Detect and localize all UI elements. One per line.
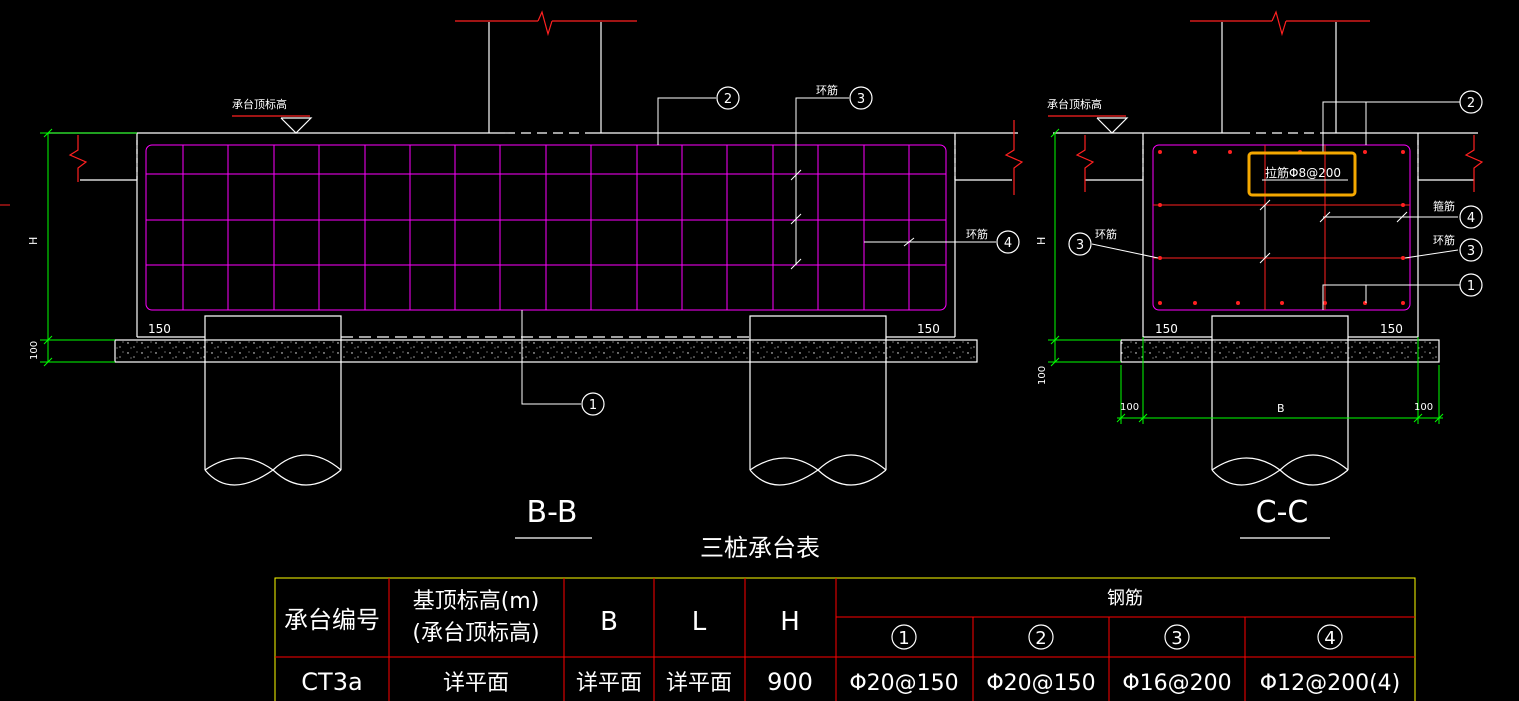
svg-text:2: 2: [1467, 96, 1475, 111]
th-rebar-4: 4: [1324, 628, 1335, 649]
th-l: L: [692, 607, 707, 637]
svg-text:4: 4: [1467, 211, 1475, 226]
stirrup-label-cc: 箍筋: [1433, 199, 1455, 213]
td-h: 900: [767, 668, 813, 696]
th-rebar-3-circle: [1164, 624, 1190, 650]
section-bb: 承台顶标高: [27, 10, 1024, 539]
callout-2-cc: 2: [1459, 90, 1483, 114]
td-rebar-1: Φ20@150: [849, 671, 958, 696]
svg-text:1: 1: [589, 398, 597, 413]
leaders-cc: [1091, 101, 1460, 310]
dim-100-label-bb: 100: [29, 341, 40, 360]
dim-h-label-bb: H: [27, 237, 40, 245]
svg-text:4: 4: [1004, 236, 1012, 251]
td-l: 详平面: [666, 671, 732, 696]
tie-bar-highlight-box[interactable]: [1247, 151, 1357, 197]
pile-left-bb: [204, 315, 342, 486]
column-cc: [1190, 10, 1370, 133]
svg-text:3: 3: [1076, 238, 1084, 253]
svg-text:1: 1: [1467, 279, 1475, 294]
th-elev-line2: (承台顶标高): [412, 621, 539, 646]
td-rebar-3: Φ16@200: [1122, 671, 1231, 696]
dim-100-v-label-cc: 100: [1037, 366, 1048, 385]
tie-bar-label-cc: 拉筋Φ8@200: [1265, 165, 1341, 180]
callout-4-bb: 4: [996, 230, 1020, 254]
th-rebar: 钢筋: [1107, 588, 1143, 609]
blinding-layer-bb: [114, 339, 978, 363]
dimension-cc: [1048, 128, 1444, 424]
table-row: CT3a 详平面 详平面 详平面 900 Φ20@150 Φ20@150 Φ16…: [301, 668, 1400, 696]
td-rebar-4: Φ12@200(4): [1260, 671, 1400, 696]
th-rebar-2-circle: [1028, 624, 1054, 650]
ring-bar-right-label-cc: 环筋: [1433, 233, 1455, 247]
th-cap-no: 承台编号: [284, 606, 380, 634]
th-rebar-1-circle: [891, 624, 917, 650]
dimension-bb: [40, 128, 137, 367]
dim-150-right-bb: 150: [917, 322, 940, 336]
td-rebar-2: Φ20@150: [986, 671, 1095, 696]
cap-top-elev-label-bb: 承台顶标高: [232, 97, 287, 111]
dim-h-label-cc: H: [1035, 237, 1048, 245]
pile-right-bb: [749, 315, 887, 486]
dim-100-right-cc: 100: [1414, 402, 1433, 413]
callout-4-cc: 4: [1459, 205, 1483, 229]
rebar-cage-bb: [145, 144, 947, 311]
cap-top-elev-label-cc: 承台顶标高: [1047, 97, 1102, 111]
th-h: H: [780, 607, 800, 637]
dim-150-left-bb: 150: [148, 322, 171, 336]
column-bb: [455, 10, 637, 133]
callout-3-bb: 3: [849, 86, 873, 110]
dim-b-label-cc: B: [1277, 402, 1285, 415]
svg-text:3: 3: [1467, 244, 1475, 259]
td-cap-no: CT3a: [301, 668, 362, 696]
dim-150-left-cc: 150: [1155, 322, 1178, 336]
callout-1-cc: 1: [1459, 273, 1483, 297]
ring-bar-label-bb: 环筋: [816, 83, 838, 97]
pile-cap-table: 三桩承台表 承台编号 基顶标高(m) (承台顶标高) B L H: [274, 534, 1416, 701]
th-b: B: [600, 607, 618, 637]
blinding-layer-cc: [1120, 339, 1440, 363]
td-b: 详平面: [576, 671, 642, 696]
ring-bar-label-2-bb: 环筋: [966, 227, 988, 241]
table-frame: [274, 577, 1416, 701]
th-rebar-1: 1: [898, 628, 909, 649]
leaders-bb: [521, 97, 996, 405]
table-title: 三桩承台表: [700, 534, 820, 562]
pile-cc: [1211, 315, 1349, 486]
ring-bar-left-label-cc: 环筋: [1095, 227, 1117, 241]
callout-3-left-cc: 3: [1068, 232, 1092, 256]
section-title-cc: C-C: [1256, 495, 1309, 530]
callout-3-right-cc: 3: [1459, 238, 1483, 262]
th-elev-line1: 基顶标高(m): [413, 589, 540, 614]
th-rebar-2: 2: [1035, 628, 1046, 649]
callout-1-bb: 1: [581, 392, 605, 416]
svg-text:2: 2: [724, 92, 732, 107]
svg-text:3: 3: [857, 92, 865, 107]
td-elev: 详平面: [443, 671, 509, 696]
dim-100-left-cc: 100: [1120, 402, 1139, 413]
dim-150-right-cc: 150: [1380, 322, 1403, 336]
th-rebar-4-circle: [1317, 624, 1343, 650]
callout-2-bb: 2: [716, 86, 740, 110]
section-cc: 承台顶标高: [1035, 10, 1484, 539]
section-title-bb: B-B: [527, 495, 578, 530]
th-rebar-3: 3: [1171, 628, 1182, 649]
